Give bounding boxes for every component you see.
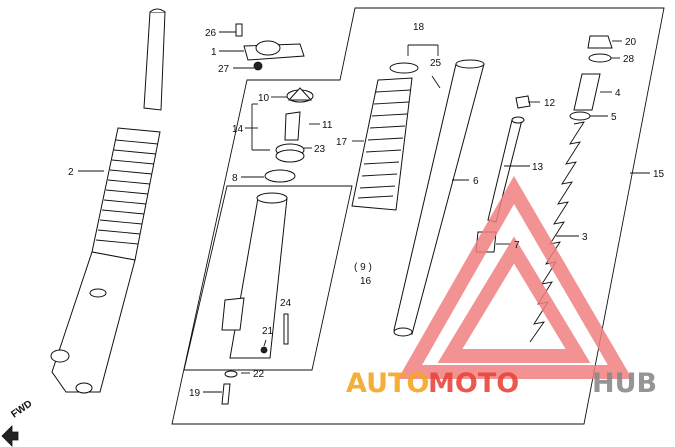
part-labels: 2 26 1 27 10 11 14 23 8 17 18 25 6 12 13… xyxy=(68,22,665,399)
label-6: 6 xyxy=(473,176,479,187)
label-19: 19 xyxy=(189,388,201,399)
leader-lines xyxy=(78,31,650,393)
label-16: 16 xyxy=(360,276,372,287)
label-28: 28 xyxy=(623,54,635,65)
label-21: 21 xyxy=(262,326,274,337)
label-24: 24 xyxy=(280,298,292,309)
label-1: 1 xyxy=(211,47,217,58)
watermark-auto: AUTO xyxy=(346,368,429,399)
watermark-text: AUTO MOTO HUB xyxy=(346,368,657,399)
label-13: 13 xyxy=(532,162,544,173)
top-bracket-parts xyxy=(235,23,305,71)
label-9: ( 9 ) xyxy=(354,262,372,273)
label-26: 26 xyxy=(205,28,217,39)
label-10: 10 xyxy=(258,93,270,104)
label-23: 23 xyxy=(314,144,326,155)
slider-subassembly-frame xyxy=(183,185,353,371)
fork-leg-assembly xyxy=(50,8,166,394)
fwd-arrow-icon xyxy=(1,425,19,447)
spring-seat-parts xyxy=(264,87,314,183)
fwd-label: FWD xyxy=(9,398,34,420)
fwd-direction-marker: FWD xyxy=(1,398,34,447)
watermark-moto: MOTO xyxy=(428,368,519,399)
label-8: 8 xyxy=(232,173,238,184)
label-4: 4 xyxy=(615,88,621,99)
label-14: 14 xyxy=(232,124,244,135)
label-3: 3 xyxy=(582,232,588,243)
label-20: 20 xyxy=(625,37,637,48)
label-5: 5 xyxy=(611,112,617,123)
label-18: 18 xyxy=(413,22,425,33)
label-2: 2 xyxy=(68,167,74,178)
label-25: 25 xyxy=(430,58,442,69)
label-17: 17 xyxy=(336,137,348,148)
fork-slider xyxy=(221,192,289,405)
label-22: 22 xyxy=(253,369,265,380)
outer-assembly-frame xyxy=(171,7,665,425)
label-27: 27 xyxy=(218,64,230,75)
boot-clamp xyxy=(389,62,441,89)
label-15: 15 xyxy=(653,169,665,180)
label-12: 12 xyxy=(544,98,556,109)
watermark-hub: HUB xyxy=(592,368,657,399)
watermark-logo xyxy=(397,175,633,379)
label-7: 7 xyxy=(514,240,520,251)
label-11: 11 xyxy=(322,120,333,131)
fork-tube xyxy=(393,59,485,337)
dust-boot xyxy=(351,77,413,211)
